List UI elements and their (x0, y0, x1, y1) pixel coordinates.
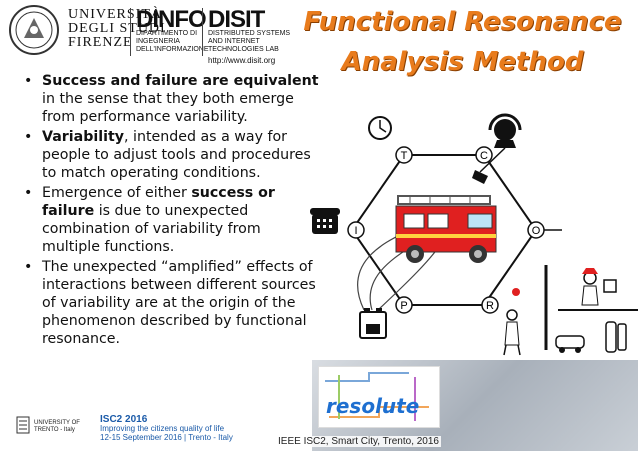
svg-text:C: C (480, 150, 488, 162)
university-seal-logo (8, 4, 60, 56)
dinfo-logo: DINFO (136, 6, 207, 33)
svg-text:T: T (401, 150, 408, 162)
operator-headset-icon (488, 113, 522, 148)
bullet-item: • Variability, intended as a way for peo… (24, 129, 311, 181)
port-i: I (347, 221, 365, 239)
bullet-list: • Success and failure are equivalent in … (20, 72, 320, 350)
isc2-footer: ISC2 2016 Improving the citizens quality… (100, 414, 233, 443)
disit-logo: DISIT (208, 6, 265, 33)
disit-url: http://www.disit.org (208, 56, 276, 65)
svg-text:P: P (400, 300, 407, 312)
divider (202, 8, 203, 56)
port-r: R (481, 296, 499, 314)
beacon-light-icon (472, 170, 488, 184)
fire-extinguisher-icon (605, 321, 627, 353)
divider (130, 8, 131, 56)
office-worker-icon (581, 268, 617, 306)
dinfo-subtitle: DIPARTIMENTO DI INGEGNERIA DELL'INFORMAZ… (136, 30, 209, 53)
battery-icon (359, 308, 387, 339)
port-t: T (395, 146, 413, 164)
svg-text:R: R (486, 300, 494, 312)
fire-truck-icon (395, 195, 497, 263)
fram-diagram: T C I O P R (310, 113, 638, 356)
alarm-light-icon (512, 288, 520, 296)
trento-university-logo: UNIVERSITY OF TRENTO - Italy (16, 416, 96, 439)
svg-text:O: O (532, 225, 541, 237)
car-icon (555, 335, 585, 353)
telephone-icon (310, 208, 340, 234)
port-p: P (395, 296, 413, 314)
bullet-item: • The unexpected “amplified” effects of … (24, 259, 316, 347)
resolute-logo (318, 366, 440, 428)
title-line-1: Functional Resonance (303, 7, 622, 37)
clock-icon (368, 116, 392, 140)
port-o: O (527, 221, 545, 239)
slide-title: Functional Resonance Analysis Method (290, 2, 635, 82)
disit-subtitle: DISTRIBUTED SYSTEMS AND INTERNET TECHNOL… (208, 30, 291, 53)
bullet-item: • Emergence of either success or failure… (24, 185, 275, 255)
maintenance-worker-icon (503, 309, 521, 356)
conference-footer: IEEE ISC2, Smart City, Trento, 2016 (276, 436, 441, 447)
title-line-2: Analysis Method (341, 47, 584, 77)
svg-text:I: I (354, 225, 357, 237)
bullet-item: • Success and failure are equivalent in … (24, 73, 319, 125)
connector-line (479, 147, 506, 173)
university-name: UNIVERSITÀ DEGLI STUDI FIRENZE (68, 7, 166, 50)
resolute-logo-text: resolute (326, 394, 420, 418)
port-c: C (475, 146, 493, 164)
